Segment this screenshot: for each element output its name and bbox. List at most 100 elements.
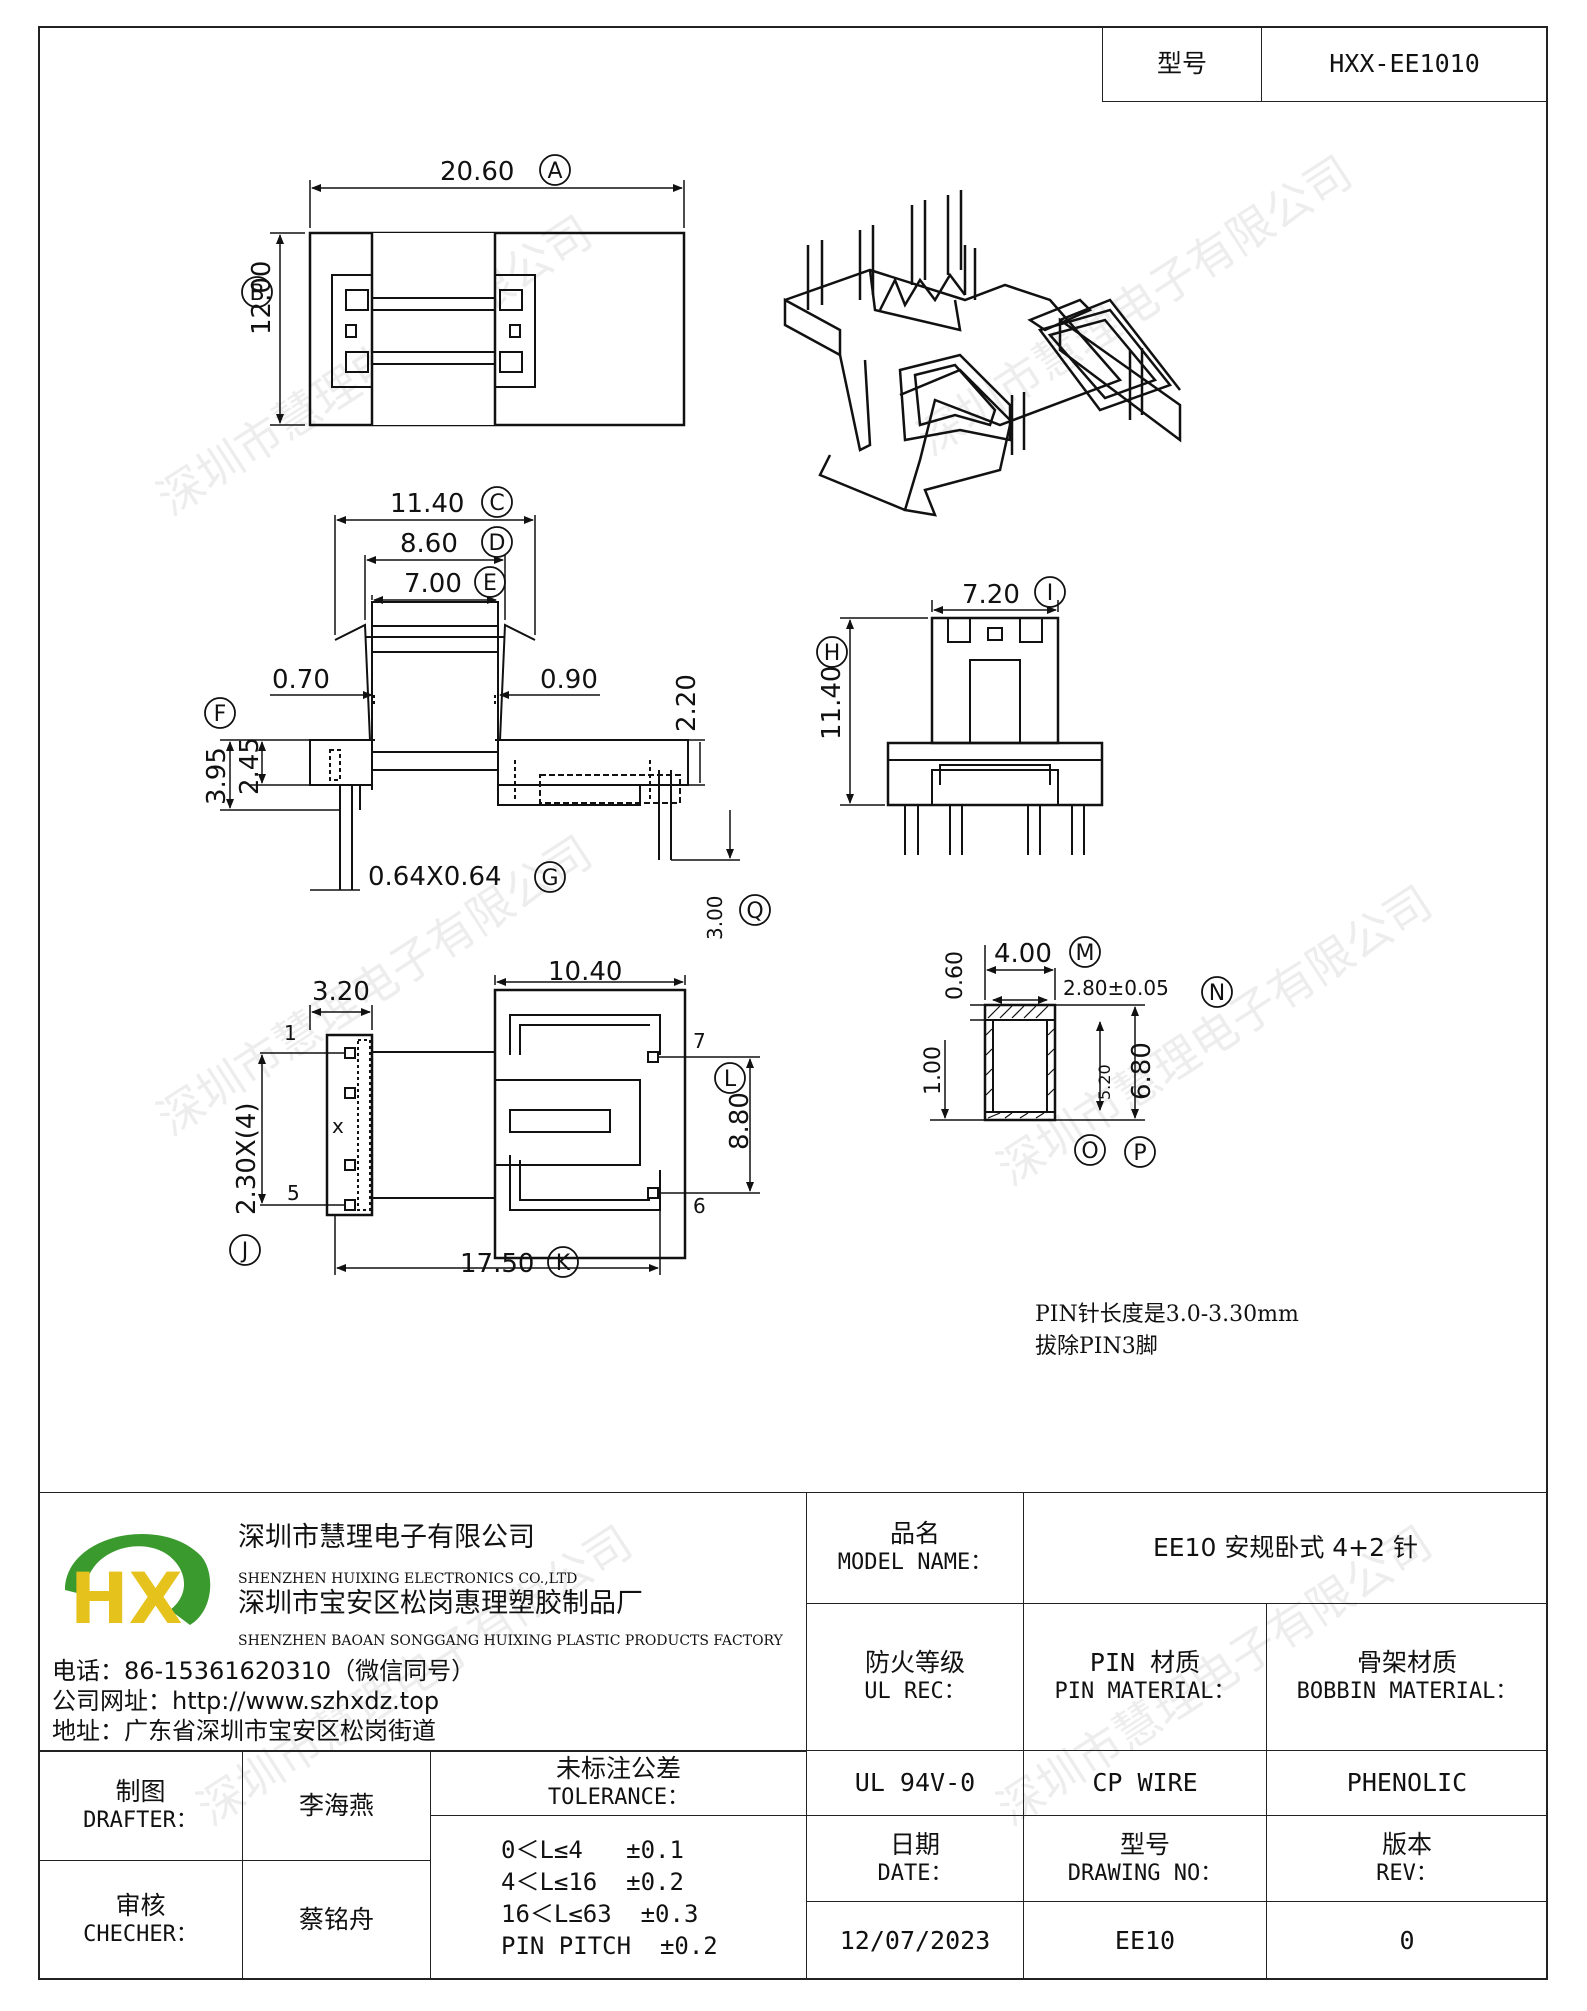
dim-H-text: 11.40 xyxy=(817,666,847,740)
ul-value-cell: UL 94V-0 xyxy=(806,1750,1024,1816)
svg-text:L: L xyxy=(724,1067,737,1092)
bobbin-material-value-cell: PHENOLIC xyxy=(1266,1750,1548,1816)
date-value: 12/07/2023 xyxy=(839,1925,991,1955)
top-view xyxy=(270,180,686,427)
model-label: 型号 xyxy=(1156,49,1207,78)
callout-C: C xyxy=(481,486,513,518)
callout-I: I xyxy=(1034,576,1066,608)
bobbin-material-value: PHENOLIC xyxy=(1346,1768,1468,1797)
rev-value-cell: 0 xyxy=(1266,1901,1548,1980)
dim-M-text: 4.00 xyxy=(994,939,1052,969)
drawing-no-label-en: DRAWING NO： xyxy=(1067,1860,1223,1886)
bottom-view xyxy=(258,975,760,1275)
svg-text:G: G xyxy=(541,866,558,891)
ul-label-cell: 防火等级 UL REC： xyxy=(806,1603,1024,1751)
callout-L: L xyxy=(714,1062,746,1094)
model-value: HXX-EE1010 xyxy=(1329,49,1480,78)
svg-text:A: A xyxy=(547,159,562,184)
date-label-en: DATE： xyxy=(877,1860,953,1886)
side-view xyxy=(840,600,1104,855)
svg-text:F: F xyxy=(214,702,227,727)
checker-value-cell: 蔡铭舟 xyxy=(242,1860,431,1980)
svg-text:P: P xyxy=(1133,1141,1146,1166)
svg-text:N: N xyxy=(1209,981,1225,1006)
front-view xyxy=(220,515,740,891)
date-value-cell: 12/07/2023 xyxy=(806,1901,1024,1980)
drafter-value: 李海燕 xyxy=(298,1790,374,1820)
pin-material-label-cell: PIN 材质 PIN MATERIAL： xyxy=(1023,1603,1267,1751)
callout-J: J xyxy=(229,1234,261,1266)
svg-text:H: H xyxy=(824,641,841,666)
svg-text:K: K xyxy=(556,1251,571,1276)
dim-I-text: 7.20 xyxy=(962,580,1020,610)
svg-text:Q: Q xyxy=(746,899,763,924)
model-label-cell: 型号 xyxy=(1102,26,1262,102)
company-name-cn: 深圳市慧理电子有限公司 xyxy=(238,1522,535,1553)
dim-flange-text: 2.20 xyxy=(672,674,702,732)
svg-text:O: O xyxy=(1081,1139,1098,1164)
callout-E: E xyxy=(474,566,506,598)
pin-material-label-cn: PIN 材质 xyxy=(1089,1648,1201,1677)
company-logo: HX xyxy=(65,1533,211,1640)
dim-K-text: 17.50 xyxy=(460,1249,534,1279)
model-name-value: EE10 安规卧式 4+2 针 xyxy=(1152,1533,1418,1562)
pin-3-removed-mark: x xyxy=(332,1114,344,1138)
technical-drawing: 20.60 12.00 11.40 8.60 7.00 0.70 0.90 2.… xyxy=(202,154,1233,1279)
dim-M-side-text: 0.60 xyxy=(943,951,968,1000)
callout-F: F xyxy=(204,697,236,729)
dim-P-text: 6.80 xyxy=(1127,1042,1157,1100)
callout-A: A xyxy=(539,154,571,186)
svg-text:B: B xyxy=(249,281,264,306)
model-name-label-en: MODEL NAME： xyxy=(837,1550,993,1575)
model-name-value-cell: EE10 安规卧式 4+2 针 xyxy=(1023,1492,1548,1604)
model-name-label-cn: 品名 xyxy=(889,1519,940,1548)
ul-label-en: UL REC： xyxy=(864,1679,966,1704)
pin-6-label: 6 xyxy=(693,1194,706,1218)
pin3-removal-note: 拔除PIN3脚 xyxy=(1035,1334,1158,1359)
section-view xyxy=(930,945,1145,1122)
svg-text:E: E xyxy=(483,571,497,596)
rev-label-cn: 版本 xyxy=(1381,1829,1432,1859)
svg-text:D: D xyxy=(489,531,506,556)
dim-D-text: 8.60 xyxy=(400,529,458,559)
tolerance-values-cell: 0＜L≤4 ±0.1 4＜L≤16 ±0.2 16＜L≤63 ±0.3 PIN … xyxy=(430,1815,807,1980)
rev-value: 0 xyxy=(1399,1925,1415,1955)
callout-G: G xyxy=(534,861,566,893)
checker-label-en: CHECHER： xyxy=(83,1922,198,1947)
drafter-value-cell: 李海燕 xyxy=(242,1750,431,1861)
dim-O-side-text: 1.00 xyxy=(921,1046,946,1095)
tolerance-line-1: 0＜L≤4 ±0.1 xyxy=(501,1835,684,1864)
drafter-label-cell: 制图 DRAFTER： xyxy=(38,1750,243,1861)
pin-1-label: 1 xyxy=(284,1021,297,1045)
model-name-label-cell: 品名 MODEL NAME： xyxy=(806,1492,1024,1604)
callout-Q: Q xyxy=(739,894,771,926)
dim-F-inner-text: 2.45 xyxy=(235,737,265,795)
svg-text:J: J xyxy=(240,1239,249,1264)
dim-left-wall-text: 0.70 xyxy=(272,665,330,695)
pin-material-label-en: PIN MATERIAL： xyxy=(1054,1679,1236,1704)
tolerance-label-cell: 未标注公差 TOLERANCE： xyxy=(430,1750,807,1816)
date-label-cell: 日期 DATE： xyxy=(806,1815,1024,1902)
dim-G-text: 0.64X0.64 xyxy=(368,862,502,892)
dim-B-text: 12.00 xyxy=(247,261,277,335)
dim-right-wall-text: 0.90 xyxy=(540,665,598,695)
svg-text:M: M xyxy=(1076,941,1095,966)
callout-M: M xyxy=(1069,936,1101,968)
checker-label-cn: 审核 xyxy=(115,1891,166,1920)
dim-C-text: 11.40 xyxy=(390,489,464,519)
dim-P-inner-text: 5.20 xyxy=(1095,1064,1114,1100)
checker-label-cell: 审核 CHECHER： xyxy=(38,1860,243,1980)
drawing-no-label-cn: 型号 xyxy=(1119,1829,1170,1859)
drafter-label-cn: 制图 xyxy=(115,1776,166,1806)
logo-text: HX xyxy=(70,1558,183,1640)
callout-B: B xyxy=(241,276,273,308)
drawing-no-value: EE10 xyxy=(1114,1925,1176,1955)
svg-text:I: I xyxy=(1047,581,1054,606)
callout-O: O xyxy=(1074,1134,1106,1166)
pin-material-value: CP WIRE xyxy=(1092,1768,1198,1797)
callout-P: P xyxy=(1124,1136,1156,1168)
tolerance-line-4: PIN PITCH ±0.2 xyxy=(501,1931,718,1960)
callout-K: K xyxy=(547,1246,579,1278)
dim-N-text: 2.80±0.05 xyxy=(1063,976,1169,1000)
drawing-no-label-cell: 型号 DRAWING NO： xyxy=(1023,1815,1267,1902)
